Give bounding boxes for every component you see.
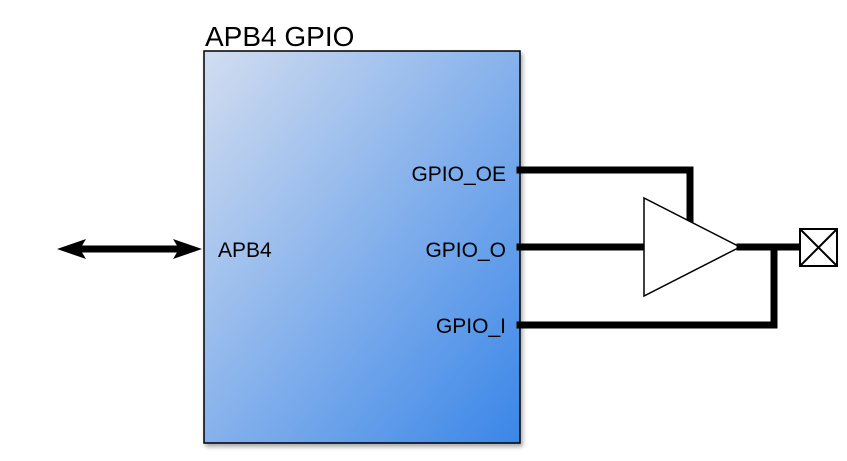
tristate-buffer-icon bbox=[643, 196, 742, 298]
port-label-gpio-oe: GPIO_OE bbox=[411, 163, 506, 186]
block-title: APB4 GPIO bbox=[205, 21, 354, 52]
io-pad-icon bbox=[799, 228, 838, 267]
gpio-block bbox=[203, 50, 521, 444]
gpio-oe-wire bbox=[516, 166, 694, 225]
double-arrow-icon bbox=[57, 239, 202, 259]
gpio-i-wire bbox=[516, 243, 778, 329]
port-label-apb4: APB4 bbox=[218, 239, 272, 262]
port-label-gpio-o: GPIO_O bbox=[425, 239, 506, 262]
port-label-gpio-i: GPIO_I bbox=[436, 315, 506, 338]
